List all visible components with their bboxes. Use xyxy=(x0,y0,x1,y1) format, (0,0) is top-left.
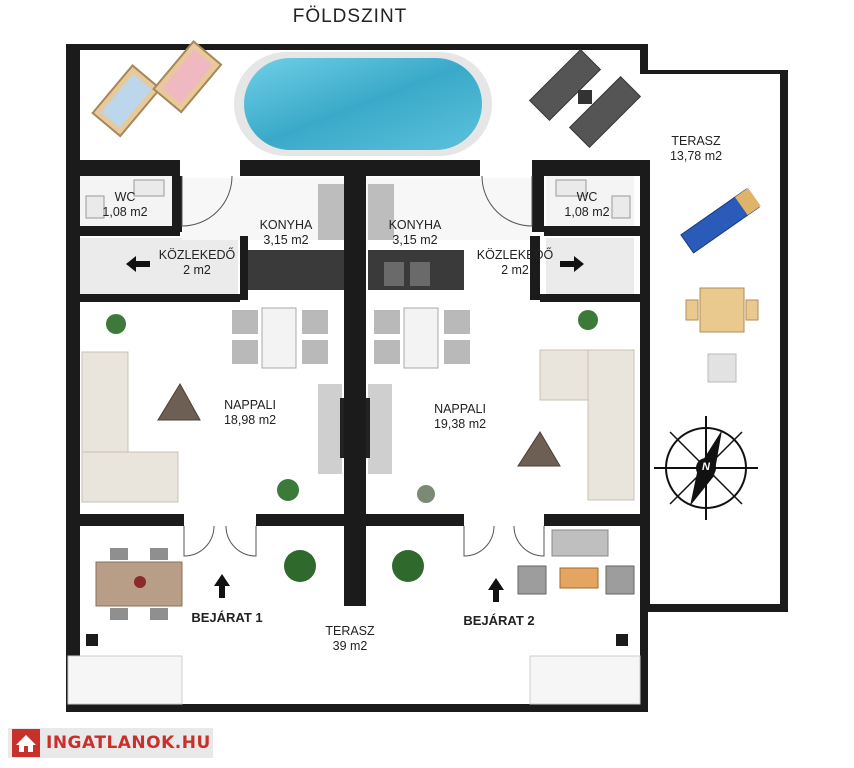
compass-icon xyxy=(654,416,758,520)
entrance-label-1: BEJÁRAT 1 xyxy=(191,610,263,625)
coffee-table-icon xyxy=(157,383,561,467)
toilet-icon xyxy=(85,179,631,219)
dining-table-icon xyxy=(232,307,470,369)
hallway-floor-left xyxy=(80,238,238,298)
terrace-dining-icon xyxy=(95,548,183,620)
entrance-arrow-icon xyxy=(126,256,584,602)
walls xyxy=(66,44,788,712)
sun-lounger-icon xyxy=(91,40,223,138)
railing xyxy=(67,655,641,705)
blue-lounger-icon xyxy=(680,187,761,254)
dark-lounger-icon xyxy=(528,48,642,149)
kitchen-counter xyxy=(248,184,464,290)
entrance-label-2: BEJÁRAT 2 xyxy=(463,613,535,628)
sofa-icon xyxy=(81,349,635,503)
page-title: FÖLDSZINT xyxy=(292,6,408,27)
logo-text: INGATLANOK.HU xyxy=(46,733,211,753)
door-swing xyxy=(181,175,545,557)
terrace-table-icon xyxy=(685,287,759,383)
house-logo-icon xyxy=(12,729,40,757)
plant-icon xyxy=(106,310,598,582)
tv-unit xyxy=(318,384,392,474)
hallway-floor-right xyxy=(546,238,634,298)
compass-north-label: N xyxy=(702,461,710,473)
terrace-lounge-icon xyxy=(517,529,635,595)
pool xyxy=(234,52,492,156)
site-logo[interactable]: INGATLANOK.HU xyxy=(8,728,213,758)
